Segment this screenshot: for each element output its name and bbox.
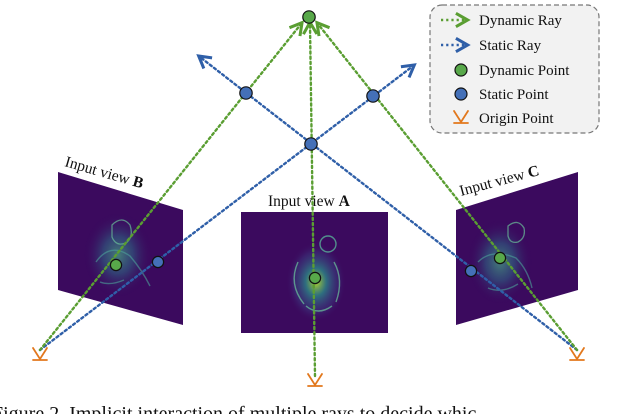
origin-point-swatch: [453, 110, 469, 124]
origin-point-b: [32, 347, 48, 361]
legend-item-origin-point: Origin Point: [453, 110, 554, 127]
legend-item-static-ray: Static Ray: [441, 36, 542, 54]
dynamic-ray-from-a-origin: [302, 19, 319, 378]
legend-item-dynamic-ray: Dynamic Ray: [441, 11, 562, 29]
static-rays: [38, 54, 579, 352]
legend-item-static-point: Static Point: [454, 87, 549, 103]
dynamic-rays: [38, 19, 579, 378]
input-view-c: [456, 172, 578, 325]
dynamic-ray-from-b-origin: [38, 20, 304, 352]
origin-points: [32, 347, 585, 387]
static-point-left: [239, 86, 253, 100]
legend-label-static-ray: Static Ray: [479, 38, 542, 54]
static-ray-from-c-origin: [196, 54, 579, 352]
legend-label-dynamic-point: Dynamic Point: [479, 63, 570, 79]
dynamic-point-top: [302, 10, 316, 24]
origin-point-a: [307, 373, 323, 387]
legend-label-dynamic-ray: Dynamic Ray: [479, 13, 562, 29]
input-view-a-label: Input view A: [268, 193, 351, 210]
figure-caption: Figure 2. Implicit interaction of multip…: [0, 403, 476, 414]
origin-point-c: [569, 347, 585, 361]
legend-label-origin-point: Origin Point: [479, 111, 554, 127]
dynamic-point-view-a: [308, 271, 322, 285]
dynamic-ray-from-c-origin: [315, 20, 579, 352]
static-point-swatch: [454, 87, 468, 101]
legend-box: [429, 4, 600, 134]
static-point-view-b: [151, 255, 165, 269]
static-point-center: [304, 137, 318, 151]
dynamic-point-view-c: [493, 251, 507, 265]
legend: Dynamic Ray Static Ray Dynamic Point Sta…: [429, 4, 600, 134]
points: [109, 10, 507, 285]
static-point-right: [366, 89, 380, 103]
input-view-b-silhouette: [84, 213, 152, 297]
dynamic-point-swatch: [454, 63, 468, 77]
dynamic-point-view-b: [109, 258, 123, 272]
static-ray-from-b-origin: [38, 63, 417, 352]
static-point-view-c: [464, 264, 478, 278]
legend-label-static-point: Static Point: [479, 87, 549, 103]
legend-item-dynamic-point: Dynamic Point: [454, 63, 570, 79]
